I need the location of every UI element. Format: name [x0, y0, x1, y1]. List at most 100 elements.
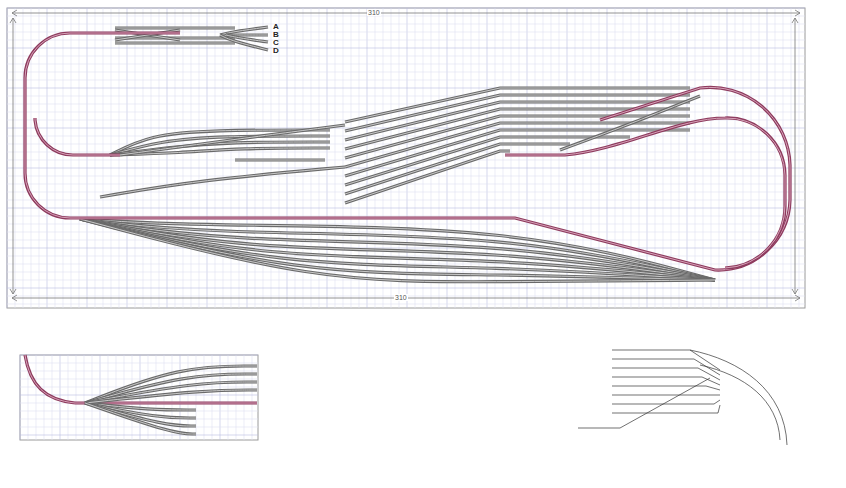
grid-line — [87, 8, 88, 308]
grid-line — [679, 8, 680, 308]
grid-line — [111, 8, 112, 308]
grid-line — [415, 8, 416, 308]
siding-track — [345, 137, 630, 185]
siding-outline — [612, 377, 720, 385]
grid-panel — [20, 355, 258, 440]
rail-gap — [120, 125, 345, 155]
siding-track — [220, 35, 268, 50]
grid-line — [551, 8, 552, 308]
siding-outline — [612, 400, 720, 404]
grid-line — [663, 8, 664, 308]
grid-line — [567, 8, 568, 308]
grid-line — [671, 8, 672, 308]
grid-line — [463, 8, 464, 308]
grid-line — [183, 8, 184, 308]
grid-line — [7, 80, 805, 81]
rail-gap — [25, 33, 790, 270]
grid-line — [423, 8, 424, 308]
grid-line — [559, 8, 560, 308]
rail-gap — [220, 35, 268, 50]
grid-line — [383, 8, 384, 308]
dimension-arrow — [10, 289, 16, 294]
grid-line — [711, 8, 712, 308]
rail-gap — [80, 219, 715, 282]
grid-line — [439, 8, 440, 308]
main-line-track — [505, 118, 785, 268]
siding-track — [345, 144, 570, 194]
main-line-track — [35, 118, 120, 155]
grid-line — [7, 160, 805, 161]
grid-line — [487, 8, 488, 308]
main-line-track — [25, 33, 790, 270]
grid-line — [191, 8, 192, 308]
grid-line — [7, 16, 805, 17]
grid-line — [7, 120, 805, 121]
rail-gap — [85, 374, 257, 403]
siding-outline — [612, 386, 720, 390]
grid-line — [247, 8, 248, 308]
grid-line — [20, 435, 258, 436]
rail-gap — [85, 366, 257, 403]
grid-line — [71, 8, 72, 308]
siding-track — [85, 374, 257, 403]
siding-track — [80, 219, 715, 280]
siding-track — [115, 41, 235, 44]
grid-line — [7, 136, 805, 137]
grid-line — [55, 8, 56, 308]
grid-line — [311, 8, 312, 308]
dimension-arrow — [795, 10, 800, 16]
siding-track — [100, 167, 345, 197]
siding-track — [80, 219, 715, 280]
siding-outline — [578, 378, 710, 428]
siding-track — [120, 125, 345, 155]
siding-outline — [612, 395, 720, 396]
rail-gap — [115, 43, 235, 44]
curve-outline — [690, 350, 787, 445]
grid-line — [23, 8, 24, 308]
grid-line — [20, 427, 258, 428]
track-letter: A — [273, 23, 279, 31]
dimension-line — [13, 18, 14, 294]
grid-line — [7, 48, 805, 49]
grid-line — [20, 363, 258, 364]
grid-line — [7, 256, 805, 257]
grid-line — [743, 8, 744, 308]
siding-track — [80, 219, 715, 280]
grid-line — [695, 8, 696, 308]
rail-gap — [85, 403, 196, 434]
siding-track — [235, 158, 325, 161]
grid-line — [15, 8, 16, 308]
siding-track — [115, 26, 235, 29]
grid-line — [7, 72, 805, 73]
grid-line — [79, 8, 80, 308]
grid-line — [719, 8, 720, 308]
rail-gap — [345, 144, 570, 194]
dimension-label: 310 — [394, 294, 408, 301]
grid-line — [20, 355, 258, 356]
grid-line — [7, 8, 8, 308]
grid-line — [7, 56, 805, 57]
rail-gap — [345, 151, 510, 203]
dimension-line — [12, 13, 800, 14]
grid-line — [799, 8, 800, 308]
grid-line — [7, 304, 805, 305]
track-letter: C — [273, 39, 279, 47]
grid-line — [175, 8, 176, 308]
rail-gap — [505, 118, 785, 268]
siding-track — [85, 390, 257, 403]
grid-line — [215, 8, 216, 308]
grid-line — [7, 248, 805, 249]
grid-line — [167, 8, 168, 308]
grid-line — [231, 8, 232, 308]
grid-line — [63, 8, 64, 308]
siding-outline — [612, 405, 720, 413]
rail-gap — [25, 355, 75, 403]
rail-gap — [235, 160, 325, 161]
siding-track — [85, 366, 257, 403]
grid-line — [767, 8, 768, 308]
grid-line — [7, 64, 805, 65]
grid-line — [7, 104, 805, 105]
rail-gap — [115, 28, 235, 29]
rail-gap — [345, 137, 630, 185]
